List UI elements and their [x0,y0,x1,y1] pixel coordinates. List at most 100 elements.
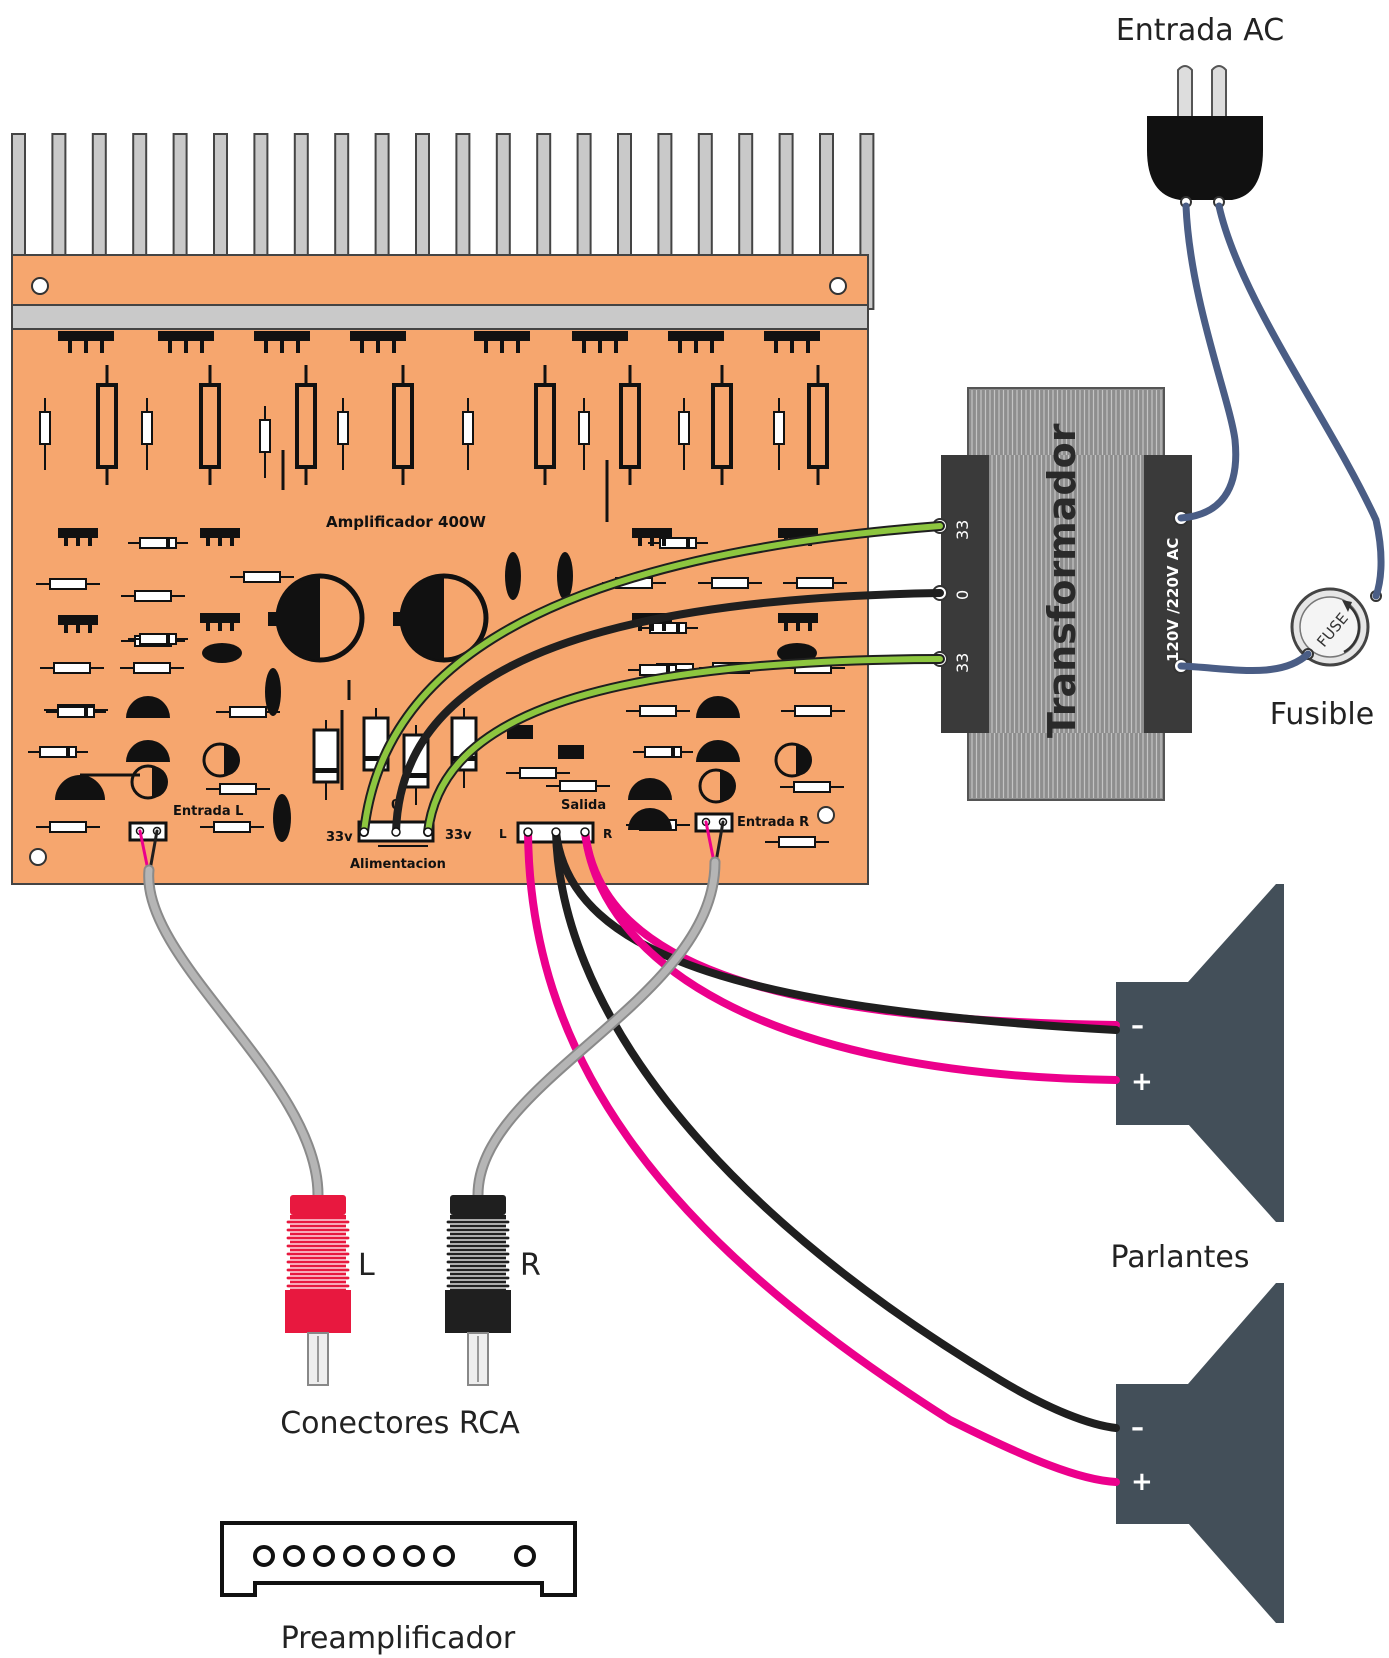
rca-label: Conectores RCA [280,1406,520,1441]
to92-transistor [126,740,170,762]
resistor [120,662,184,674]
power-resistor [295,365,317,485]
to92-transistor [696,696,740,718]
speaker-wire-pink [524,828,1120,1486]
power-transistor [158,331,214,353]
transistor [200,528,240,546]
supply-wire-green [361,523,943,835]
transformer-voltage-label: 120V /220V AC [1164,538,1182,662]
power-transistor [764,331,820,353]
preamp [220,1521,577,1597]
diode [128,537,188,549]
power-transistor [58,331,114,353]
mounting-hole [29,848,47,866]
supply-left-voltage: 33v [326,830,353,845]
rca-connector-right [445,1195,511,1386]
speaker-top: – + [1116,884,1284,1222]
resistor [39,398,51,470]
filter-capacitor [393,573,489,663]
tap-top-label: 33 [953,520,972,540]
resistor [121,590,185,602]
transformer-label: Transformador [1040,423,1084,738]
resistor [765,836,829,848]
preamp-jack [403,1545,425,1567]
capacitor [557,552,573,600]
heatsink [11,133,875,330]
board-components [28,331,847,848]
resistor [36,578,100,590]
resistor [578,398,590,470]
to92-transistor [696,740,740,762]
mounting-hole [829,277,847,295]
resistor [200,821,264,833]
board-title: Amplificador 400W [326,513,486,531]
transistor [632,528,672,546]
power-transistor [254,331,310,353]
diode [648,537,708,549]
resistor [259,406,271,478]
preamp-jack [313,1545,335,1567]
ac-wire [1177,202,1240,522]
speaker-wire-pink [581,828,1120,1084]
supply-wire-green [425,656,943,835]
preamp-jack [283,1545,305,1567]
power-transistor [668,331,724,353]
capacitor [265,668,281,716]
ac-input-label: Entrada AC [1116,13,1284,48]
to92-transistor [628,778,672,800]
component [507,725,533,739]
power-transistor [474,331,530,353]
resistor [36,821,100,833]
transistor [200,613,240,631]
ac-wire [1215,202,1385,600]
rca-right-label: R [520,1248,541,1283]
preamp-label: Preamplificador [281,1621,516,1656]
supply-label: Alimentacion [350,857,446,872]
power-resistor [534,365,556,485]
resistor [230,571,294,583]
resistor [337,398,349,470]
tap-mid-label: 0 [953,590,972,600]
preamp-jack [433,1545,455,1567]
to92-transistor [126,696,170,718]
power-transistor [572,331,628,353]
resistor [781,705,845,717]
power-transistor [350,331,406,353]
small-capacitor [130,764,168,800]
diode [28,746,88,758]
capacitor [202,643,242,663]
small-capacitor [202,742,240,778]
fuse: FUSE [1290,587,1382,667]
power-resistor [807,365,829,485]
wires [138,202,1385,1486]
speakers-label: Parlantes [1110,1240,1249,1275]
supply-wire-black [392,589,944,836]
rca-left-label: L [358,1248,375,1283]
ac-plug [1147,65,1263,208]
fuse-wire [1177,650,1312,674]
preamp-jack [343,1545,365,1567]
filter-capacitor [268,573,365,663]
resistor [462,398,474,470]
speaker-wire-black [552,828,1120,1432]
small-capacitor [774,742,812,778]
resistor [40,662,104,674]
tap-bottom-label: 33 [953,653,972,673]
resistor [780,781,844,793]
rectifier-diode [312,720,340,800]
fuse-label: Fusible [1270,697,1374,732]
to92-transistor [55,775,105,800]
capacitor [505,552,521,600]
power-resistor [199,365,221,485]
speaker-bottom: – + [1116,1283,1284,1623]
component [558,745,584,759]
mounting-hole [31,277,49,295]
power-resistor [96,365,118,485]
capacitor [273,794,291,842]
transistor [58,528,98,546]
speaker-top-plus: + [1131,1067,1153,1097]
preamp-jack [253,1545,275,1567]
speaker-bottom-minus: – [1131,1413,1144,1443]
resistor [773,398,785,470]
